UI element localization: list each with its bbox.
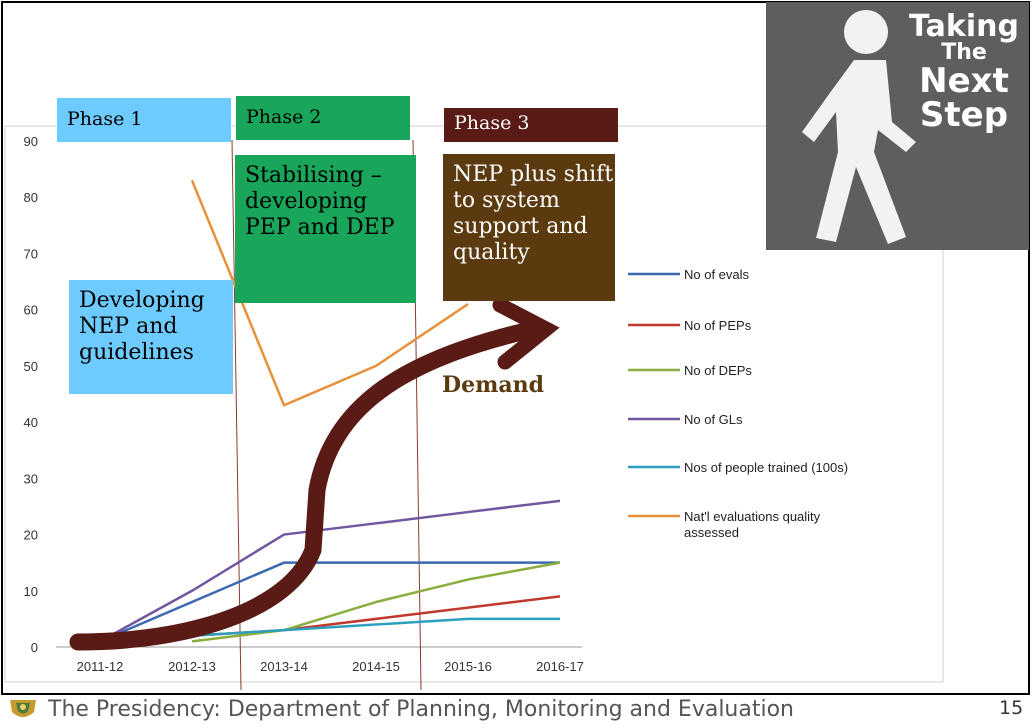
y-tick-label: 50 <box>24 359 38 374</box>
phase-divider-1 <box>231 139 242 691</box>
series-lines <box>99 179 561 643</box>
y-tick-label: 80 <box>24 190 38 205</box>
phase3-label: Phase 3 <box>444 108 618 142</box>
walking-figure-icon <box>766 2 1029 250</box>
legend-label: No of PEPs <box>684 318 752 333</box>
phase3-description: NEP plus shift to system support and qua… <box>443 154 615 301</box>
slide-frame <box>1 1 1030 695</box>
phase1-label: Phase 1 <box>57 98 231 142</box>
y-tick-label: 20 <box>24 528 38 543</box>
series-line <box>191 561 561 643</box>
y-tick-label: 40 <box>24 415 38 430</box>
photo-line-2: The <box>941 40 987 65</box>
y-tick-label: 30 <box>24 471 38 486</box>
legend-label: No of DEPs <box>684 363 752 378</box>
y-axis: 0 10 20 30 40 50 60 70 80 90 <box>24 134 582 655</box>
presidency-coat-of-arms-icon <box>10 700 36 717</box>
x-axis: 2011-12 2012-13 2013-14 2014-15 2015-16 2016-… <box>77 659 584 674</box>
x-tick-label: 2013-14 <box>260 659 308 674</box>
photo-line-4: Step <box>919 95 1009 135</box>
demand-arrow-head <box>492 297 560 370</box>
x-tick-label: 2016-17 <box>536 659 584 674</box>
y-tick-label: 70 <box>24 246 38 261</box>
photo-caption: Taking The Next Step <box>909 9 1019 135</box>
y-tick-label: 0 <box>31 640 38 655</box>
legend-label: No of evals <box>684 267 750 282</box>
taking-the-next-step-photo: Taking The Next Step <box>766 2 1029 250</box>
phase2-label: Phase 2 <box>236 96 410 140</box>
demand-arrow <box>69 321 539 651</box>
slide-number: 15 <box>999 697 1024 719</box>
legend: No of evals No of PEPs No of DEPs No of GLs… <box>628 267 848 540</box>
footer-text: The Presidency: Department of Planning, … <box>48 697 795 722</box>
x-tick-label: 2012-13 <box>168 659 216 674</box>
x-tick-label: 2015-16 <box>444 659 492 674</box>
phase1-description: Developing NEP and guidelines <box>69 280 233 394</box>
photo-line-1: Taking <box>909 9 1019 44</box>
demand-label: Demand <box>442 372 544 398</box>
phase2-description: Stabilising – developing PEP and DEP <box>235 155 416 303</box>
x-tick-label: 2014-15 <box>352 659 400 674</box>
y-tick-label: 90 <box>24 134 38 149</box>
x-tick-label: 2011-12 <box>77 659 124 674</box>
photo-line-3: Next <box>919 61 1009 101</box>
y-tick-label: 60 <box>24 303 38 318</box>
legend-label: Nos of people trained (100s) <box>684 460 848 475</box>
legend-label: No of GLs <box>684 412 743 427</box>
series-line <box>99 499 561 643</box>
series-line <box>99 561 560 643</box>
y-tick-label: 10 <box>24 584 38 599</box>
series-line <box>191 617 560 638</box>
